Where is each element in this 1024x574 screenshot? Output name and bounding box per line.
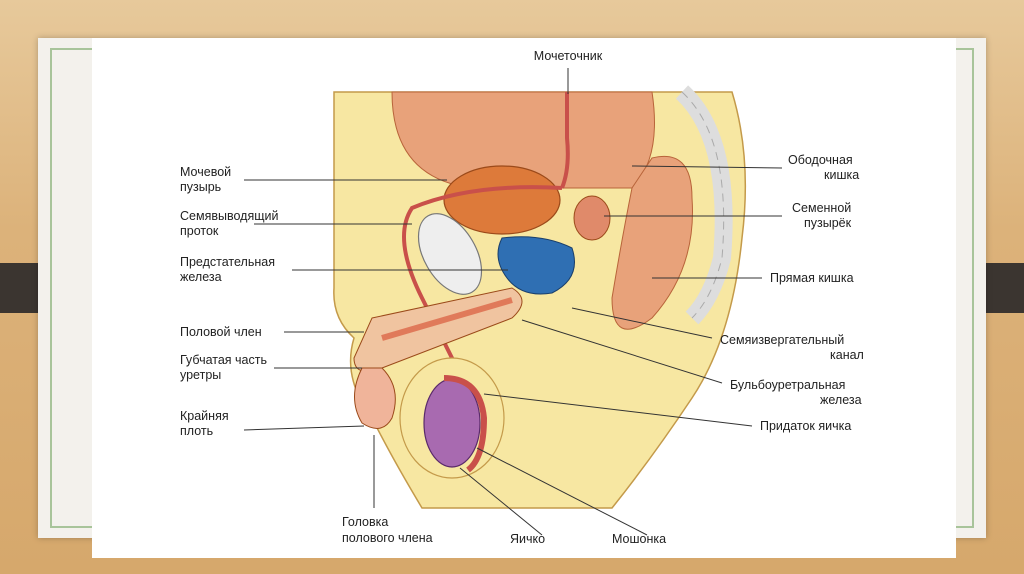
label-prostate-1: Предстательная [180,255,275,269]
label-scrotum: Мошонка [612,532,666,546]
label-ejac-1: Семяизвергательный [720,333,844,347]
label-bulbo-2: железа [820,393,862,407]
label-testis: Яичко [510,532,545,546]
label-vesicle-1: Семенной [792,201,851,215]
label-vesicle-2: пузырёк [804,216,852,230]
label-prostate-2: железа [180,270,222,284]
anatomy-diagram: Мочеточник Мочевой пузырь Семявыводящий … [180,49,864,546]
label-glans-1: Головка [342,515,388,529]
epididymis [443,375,488,473]
label-spongy-1: Губчатая часть [180,353,267,367]
label-foreskin-2: плоть [180,424,213,438]
label-colon-2: кишка [824,168,859,182]
label-vas-1: Семявыводящий [180,209,278,223]
label-ureter: Мочеточник [534,49,603,63]
seminal-vesicle [573,195,611,241]
label-bladder-1: Мочевой [180,165,231,179]
colon [611,156,693,330]
urethra [381,297,513,341]
label-vas-2: проток [180,224,219,238]
vas-deferens [402,185,563,399]
label-bladder-2: пузырь [180,180,221,194]
label-bulbo-1: Бульбоуретральная [730,378,845,392]
label-foreskin-1: Крайняя [180,409,229,423]
anatomy-figure: Мочеточник Мочевой пузырь Семявыводящий … [92,38,956,558]
label-glans-2: полового члена [342,531,433,545]
label-epididymis: Придаток яичка [760,419,851,433]
label-ejac-2: канал [830,348,864,362]
testis [423,378,481,468]
leader-lines [243,68,783,536]
label-colon-1: Ободочная [788,153,853,167]
label-rectum: Прямая кишка [770,271,854,285]
pubic-bone [417,213,483,295]
glans [354,367,396,429]
label-penis: Половой член [180,325,262,339]
prostate [497,236,575,295]
label-spongy-2: уретры [180,368,221,382]
ureter-line [560,92,570,189]
bladder [443,165,561,235]
